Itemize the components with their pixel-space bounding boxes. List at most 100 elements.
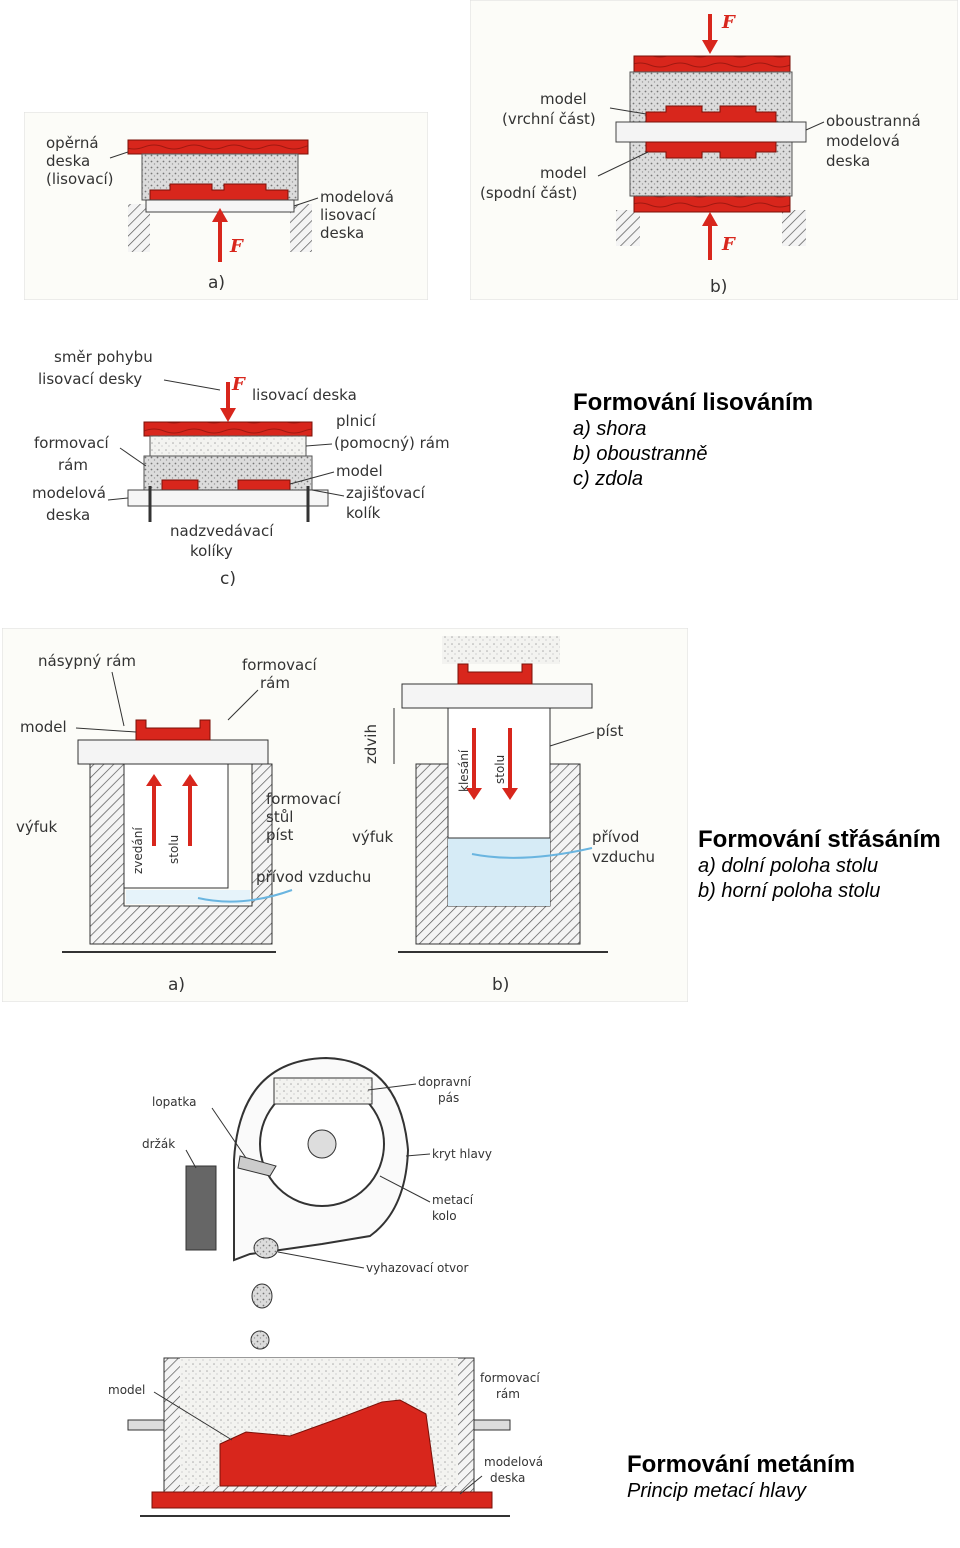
- lower-arrow: [466, 728, 482, 800]
- label-raise-1: zvedání: [131, 827, 145, 874]
- label-direction-1: směr pohybu: [54, 348, 153, 366]
- table: [401, 683, 593, 709]
- jolting-lower-position: násypný rám formovací rám model výfuk zv…: [16, 652, 371, 995]
- caption-jolting: Formování střásáním a) dolní poloha stol…: [698, 826, 941, 904]
- raise-arrow: [146, 774, 162, 846]
- label-frame-1: formovací: [242, 656, 317, 674]
- filling-frame: [149, 435, 307, 457]
- wheel-hub: [307, 1129, 337, 1159]
- piston: [123, 763, 229, 889]
- label-lower-model-2: (spodní část): [480, 184, 577, 202]
- label-pattern-plate-2: deska: [46, 506, 90, 524]
- frame-handle-left: [127, 1419, 165, 1431]
- pattern: [135, 719, 211, 741]
- label-plate: lisovací deska: [252, 386, 357, 404]
- figure-press-top: F opěrná deska (lisovací) modelová lisov…: [23, 111, 429, 301]
- label-direction-2: lisovací desky: [38, 370, 142, 388]
- label-wheel-1: metací: [432, 1193, 474, 1207]
- label-conveyor-2: pás: [438, 1091, 459, 1105]
- label-frame-1: formovací: [34, 434, 109, 452]
- label-blade: lopatka: [152, 1095, 196, 1109]
- label-exhaust: výfuk: [16, 818, 58, 836]
- caption-pressing: Formování lisováním a) shora b) oboustra…: [573, 389, 813, 492]
- right-support: [782, 210, 806, 246]
- label-outlet: vyhazovací otvor: [366, 1261, 468, 1275]
- pressing-plate: [143, 421, 313, 437]
- label-exhaust: výfuk: [352, 828, 394, 846]
- label-lifting-2: kolíky: [190, 542, 233, 560]
- label-filling-1: plnicí: [336, 412, 377, 430]
- figure-jolting: násypný rám formovací rám model výfuk zv…: [1, 627, 689, 1003]
- upper-pattern: [645, 105, 777, 123]
- force-arrow: [220, 382, 236, 422]
- sub-label: a): [208, 273, 225, 293]
- sub-label: c): [220, 569, 236, 589]
- label-stroke: zdvih: [362, 724, 380, 764]
- figure-press-bottom: F směr pohybu lisovací desky lisovací de…: [24, 336, 472, 596]
- sub-label: b): [492, 975, 509, 995]
- label-supply-1: přívod: [592, 828, 639, 846]
- label-lower-2: stolu: [493, 755, 507, 784]
- force-label: F: [229, 236, 244, 257]
- label-filling-2: (pomocný) rám: [334, 434, 450, 452]
- figure-sand-slinger: lopatka držák dopravní pás kryt hlavy me…: [100, 1040, 560, 1540]
- label-lower-model-1: model: [540, 164, 587, 182]
- label-plate-2: modelová: [826, 132, 900, 150]
- label-table-2: stůl: [266, 808, 293, 826]
- label-pin-1: zajišťovací: [346, 484, 426, 502]
- label-wheel-2: kolo: [432, 1209, 457, 1223]
- label-model: model: [108, 1383, 145, 1397]
- caption-pressing-line-c: c) zdola: [573, 468, 644, 490]
- jolting-upper-position: zdvih klesání stolu píst výfuk přívod vz…: [352, 636, 655, 995]
- caption-jolting-line-b: b) horní poloha stolu: [698, 880, 881, 902]
- force-arrow-top: [702, 14, 718, 54]
- air-chamber: [448, 838, 550, 906]
- force-top-label: F: [721, 12, 736, 33]
- caption-jolting-line-a: a) dolní poloha stolu: [698, 855, 879, 877]
- sand-heap: [442, 636, 560, 664]
- force-bottom-label: F: [721, 234, 736, 255]
- air-flow: [471, 847, 593, 859]
- label-plate-1: oboustranná: [826, 112, 921, 130]
- label-plate-1: opěrná: [46, 134, 99, 152]
- label-lower-1: klesání: [457, 749, 471, 792]
- raise-arrow-2: [182, 774, 198, 846]
- label-pattern-plate-1: modelová: [320, 188, 394, 206]
- air-flow: [197, 889, 293, 903]
- label-hopper: násypný rám: [38, 652, 136, 670]
- bottom-plate: [633, 195, 791, 213]
- caption-slinging-line: Princip metací hlavy: [627, 1480, 806, 1502]
- table: [77, 739, 269, 765]
- force-arrow-bottom: [702, 212, 718, 260]
- frame-handle-right: [473, 1419, 511, 1431]
- sand-clump-2: [251, 1283, 273, 1309]
- label-air-supply: přívod vzduchu: [256, 868, 371, 886]
- pattern: [457, 663, 533, 685]
- label-frame-2: rám: [496, 1387, 520, 1401]
- caption-pressing-line-b: b) oboustranně: [573, 443, 708, 465]
- label-lifting-1: nadzvedávací: [170, 522, 274, 540]
- label-upper-model-1: model: [540, 90, 587, 108]
- label-pattern-plate-3: deska: [320, 224, 364, 242]
- lower-pattern: [645, 141, 777, 159]
- lower-arrow-2: [502, 728, 518, 800]
- label-conveyor-1: dopravní: [418, 1075, 472, 1089]
- sub-label: a): [168, 975, 185, 995]
- caption-slinging-title: Formování metáním: [627, 1451, 856, 1478]
- label-cover: kryt hlavy: [432, 1147, 492, 1161]
- piston: [447, 707, 551, 839]
- label-frame-2: rám: [260, 674, 290, 692]
- label-supply-2: vzduchu: [592, 848, 655, 866]
- caption-jolting-title: Formování střásáním: [698, 826, 941, 853]
- pattern-plate: [127, 489, 329, 507]
- label-model: model: [20, 718, 67, 736]
- label-pin-2: kolík: [346, 504, 381, 522]
- caption-slinging: Formování metáním Princip metací hlavy: [627, 1451, 855, 1504]
- caption-pressing-title: Formování lisováním: [573, 389, 814, 416]
- pattern: [149, 183, 289, 201]
- label-piston: píst: [596, 722, 624, 740]
- right-support: [290, 204, 312, 252]
- label-pattern-plate-1: modelová: [32, 484, 106, 502]
- blade: [237, 1155, 277, 1177]
- caption-pressing-line-a: a) shora: [573, 418, 647, 440]
